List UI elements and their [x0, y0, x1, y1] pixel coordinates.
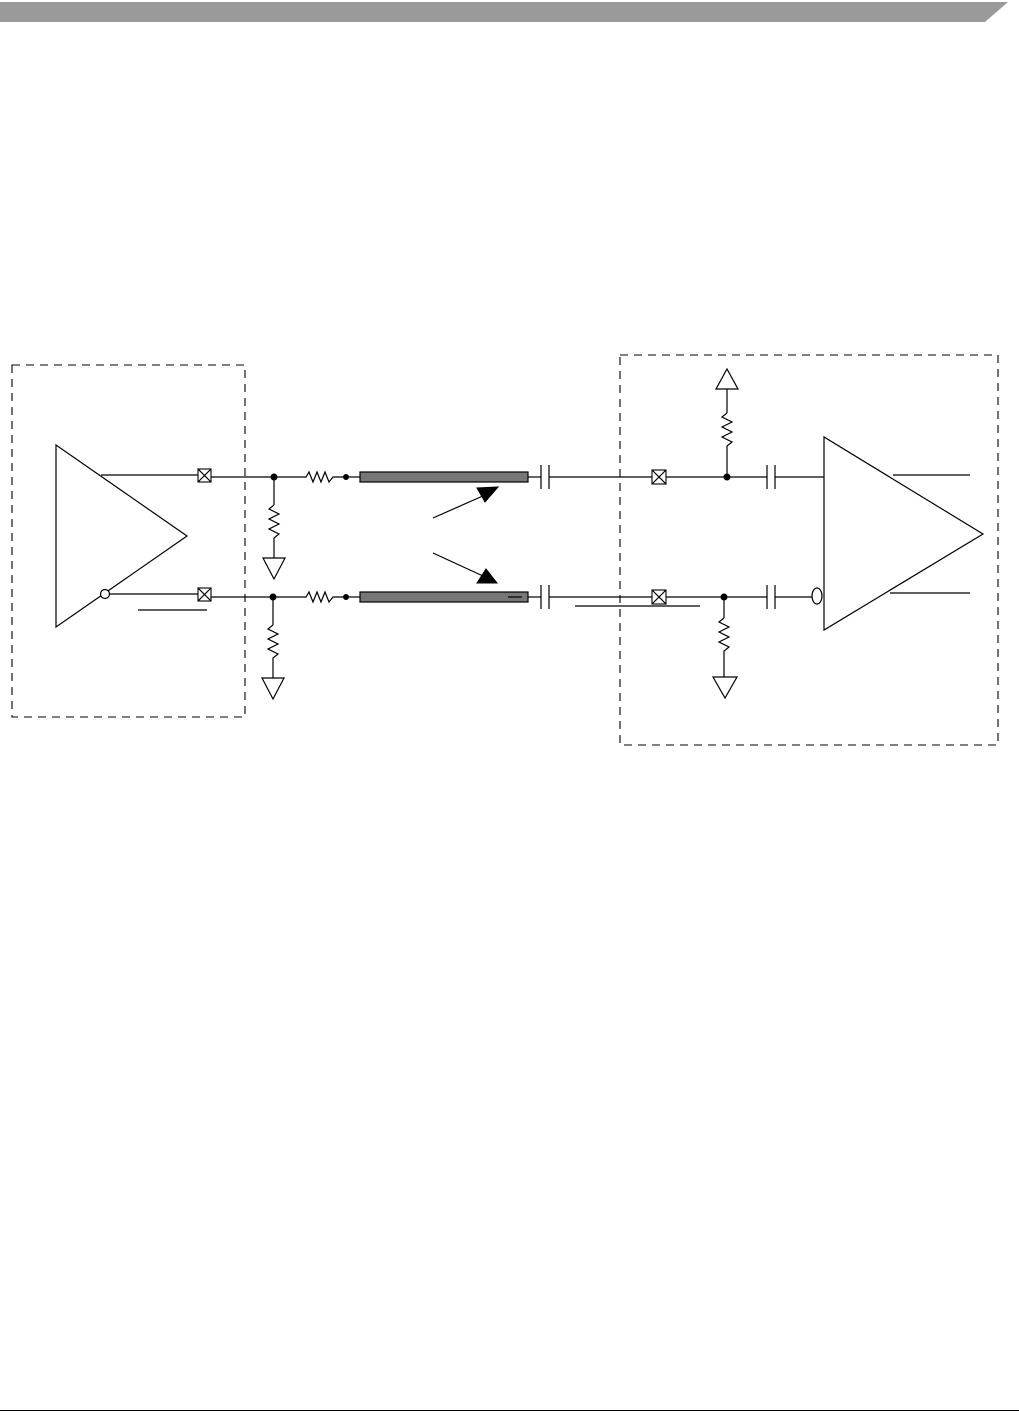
ground-icon [261, 677, 285, 701]
page-footer-rule [0, 1410, 1019, 1411]
coupling-capacitor-p2-icon [766, 465, 776, 489]
page-header-bar [0, 2, 1008, 22]
receiver-pin-p-icon [651, 469, 667, 485]
transmission-line-n-icon [359, 591, 529, 603]
transmitter-boundary [11, 364, 246, 718]
arrow-p-shaft [432, 494, 486, 519]
supply-icon [714, 367, 740, 390]
ground-icon [711, 676, 739, 700]
header-bar-shape [0, 2, 1008, 22]
ground-icon [262, 557, 286, 581]
transmission-line-p-icon [359, 471, 529, 483]
coupling-capacitor-n1-icon [540, 585, 550, 609]
pullup-resistor-icon [720, 412, 734, 477]
series-resistor-n-icon [298, 590, 345, 604]
receiver-pin-n-icon [651, 589, 667, 605]
pulldown-resistor-p-icon [267, 504, 281, 558]
receiver-buffer-icon [823, 435, 985, 632]
coupling-capacitor-n2-icon [766, 585, 776, 609]
differential-link-schematic [11, 354, 999, 746]
driver-inverting-bubble [99, 588, 111, 600]
receiver-pulldown-resistor-icon [717, 617, 731, 677]
arrow-n-shaft [432, 552, 484, 577]
driver-buffer-icon [55, 443, 189, 629]
arrow-icon [476, 568, 499, 584]
receiver-boundary [619, 354, 999, 746]
driver-pin-p-icon [197, 468, 212, 483]
receiver-inverting-bubble [811, 587, 823, 605]
arrow-icon [476, 486, 500, 503]
series-resistor-p-icon [298, 470, 345, 484]
pulldown-resistor-n-icon [266, 624, 280, 678]
driver-pin-n-icon [197, 587, 212, 602]
coupling-capacitor-p1-icon [540, 465, 550, 489]
